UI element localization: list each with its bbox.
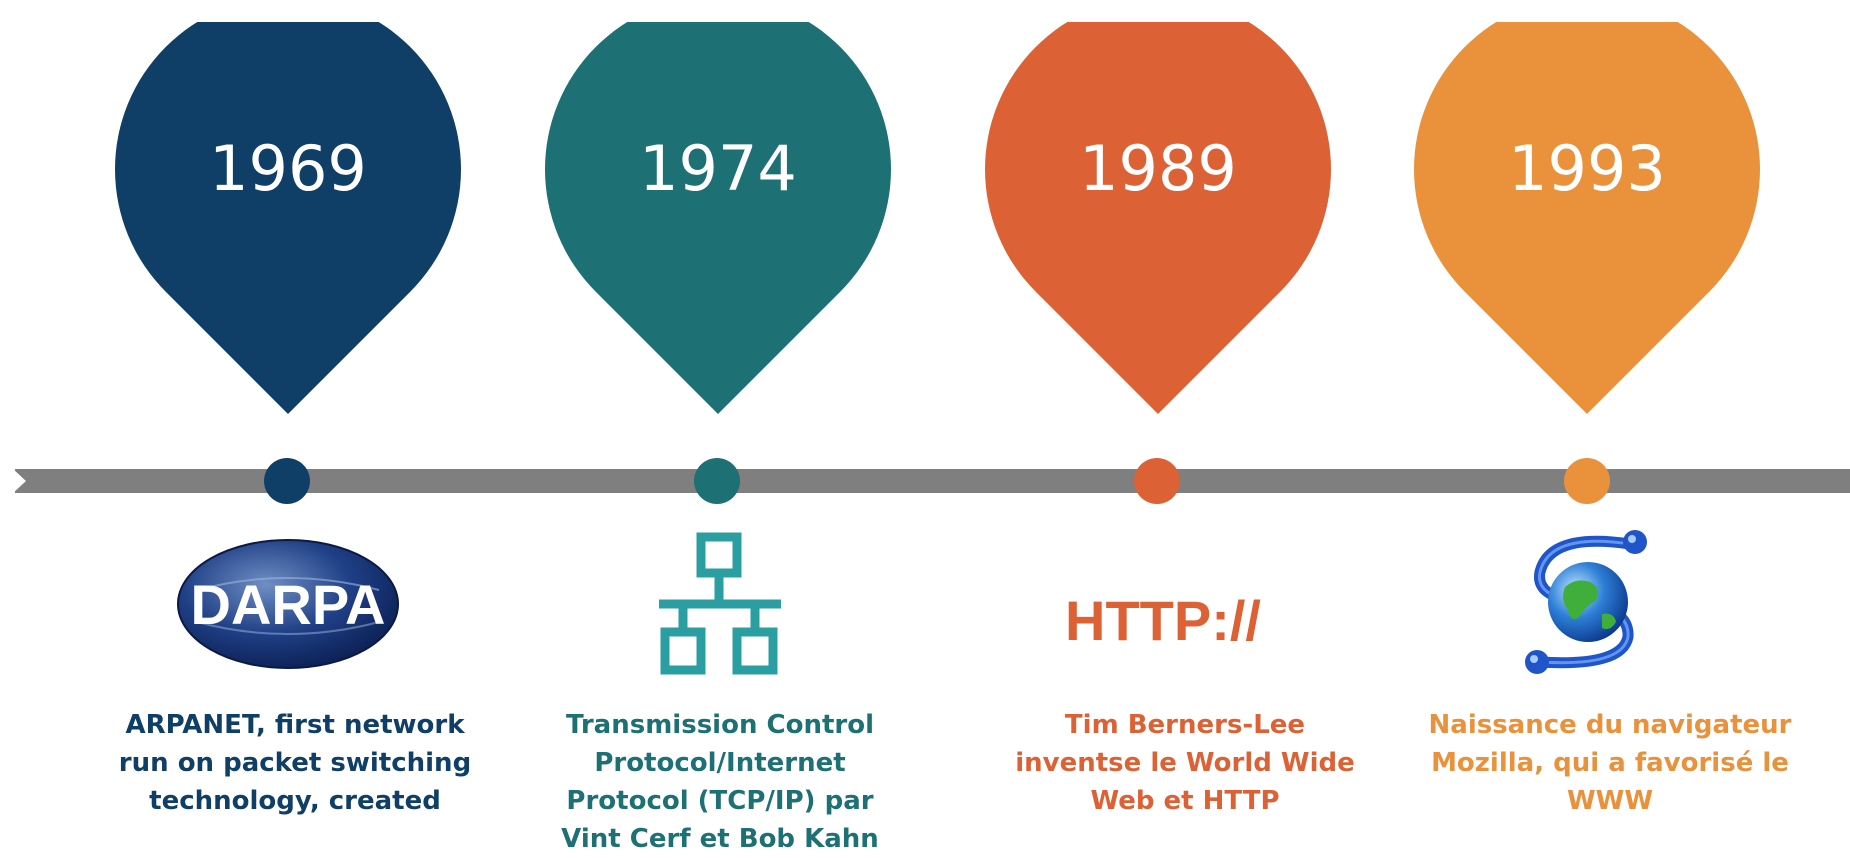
caption-1974: Transmission Control Protocol/Internet P… — [561, 710, 879, 854]
caption-1969: ARPANET, first network run on packet swi… — [118, 710, 472, 816]
pin-shape — [545, 22, 891, 414]
year-label: 1989 — [1079, 132, 1237, 205]
year-label: 1993 — [1508, 132, 1666, 205]
pin-1974: 1974 — [545, 22, 891, 414]
pin-1993: 1993 — [1414, 22, 1760, 414]
caption-1989: Tim Berners-Lee inventse le World Wide W… — [1015, 710, 1355, 816]
caption-1993: Naissance du navigateur Mozilla, qui a f… — [1428, 710, 1792, 816]
timeline-bar — [15, 469, 1850, 493]
darpa-logo-text: DARPA — [191, 573, 386, 636]
pin-shape — [985, 22, 1331, 414]
pin-shape — [115, 22, 461, 414]
http-text: HTTP:// — [1065, 589, 1261, 652]
pin-1989: 1989 — [985, 22, 1331, 414]
pin-shape — [1414, 22, 1760, 414]
timeline-arrow-notch — [13, 469, 26, 493]
pin-1969: 1969 — [115, 22, 461, 414]
globe-browser-icon — [1510, 522, 1660, 682]
timeline-dot-1969 — [264, 458, 310, 504]
timeline-dot-1993 — [1564, 458, 1610, 504]
timeline-dot-1974 — [694, 458, 740, 504]
network-hierarchy-icon — [655, 532, 785, 677]
year-label: 1974 — [639, 132, 797, 205]
darpa-logo: DARPA — [177, 538, 400, 670]
year-label: 1969 — [209, 132, 367, 205]
timeline-dot-1989 — [1134, 458, 1180, 504]
